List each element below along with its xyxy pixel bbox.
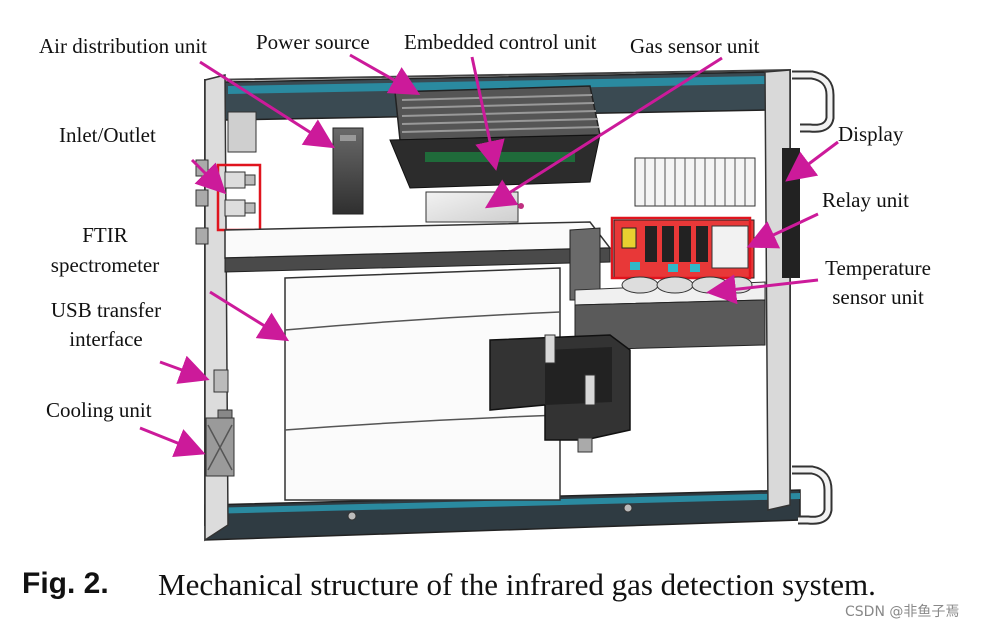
label-temperature: Temperature sensor unit: [812, 256, 944, 314]
terminal-blocks: [634, 157, 756, 207]
embedded-control-module: [389, 85, 601, 189]
arrow-power-source: [349, 53, 421, 95]
display-panel: [782, 148, 800, 278]
figure-caption-text: Mechanical structure of the infrared gas…: [158, 567, 876, 602]
arrow-display: [785, 140, 839, 182]
label-inlet-outlet: Inlet/Outlet: [59, 123, 156, 147]
label-display: Display: [838, 122, 904, 146]
arrow-relay: [746, 212, 819, 249]
handle-bottom: [792, 465, 833, 525]
handle-top: [792, 70, 835, 133]
label-air-distribution: Air distribution unit: [39, 34, 207, 58]
arrow-usb: [159, 355, 210, 384]
inlet-outlet-fittings: [224, 171, 256, 217]
label-usb-line1: USB transfer: [50, 298, 162, 322]
label-cooling: Cooling unit: [46, 398, 152, 422]
arrow-temperature: [706, 274, 819, 305]
arrow-gas-sensor: [484, 56, 723, 209]
label-usb-line2: interface: [69, 327, 143, 351]
label-ftir-line1: FTIR: [82, 223, 128, 247]
arrow-inlet-outlet: [190, 158, 227, 195]
label-temperature-line1: Temperature: [825, 256, 931, 280]
label-gas-sensor: Gas sensor unit: [630, 34, 760, 58]
arrows: [139, 53, 839, 458]
label-power-source: Power source: [256, 30, 370, 54]
arrow-cooling: [139, 426, 206, 458]
watermark: CSDN @非鱼子焉: [845, 604, 960, 620]
label-embedded-control: Embedded control unit: [404, 30, 597, 54]
arrow-ftir: [209, 290, 290, 342]
arrow-embedded-control: [470, 56, 505, 171]
ftir-spectrometer: [284, 267, 631, 501]
cooling-fan: [205, 417, 235, 477]
label-temperature-line2: sensor unit: [832, 285, 924, 309]
figure-number: Fig. 2.: [22, 567, 109, 600]
figure-caption: Fig. 2. Mechanical structure of the infr…: [0, 563, 995, 607]
relay-board: [613, 219, 755, 279]
label-ftir: FTIR spectrometer: [40, 222, 170, 282]
label-ftir-line2: spectrometer: [50, 253, 160, 277]
label-relay: Relay unit: [822, 188, 909, 212]
arrow-air-distribution: [199, 60, 336, 149]
label-usb: USB transfer interface: [36, 298, 176, 356]
gas-sensor-module: [425, 191, 524, 223]
air-distribution-module: [332, 127, 364, 215]
divider-shelf: [224, 221, 766, 351]
